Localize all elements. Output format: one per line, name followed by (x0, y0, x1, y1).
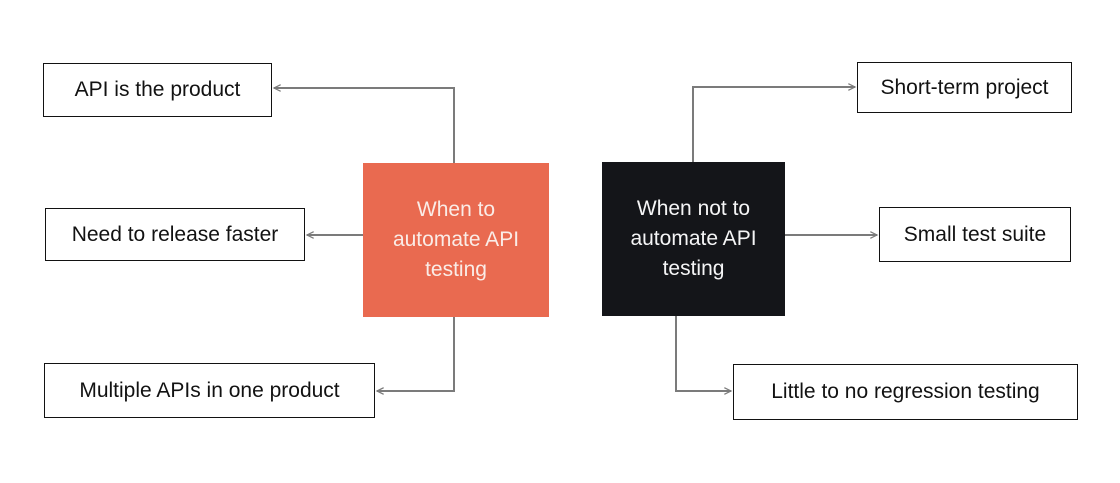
node-when-to-automate-api-testing: When to automate API testing (363, 163, 549, 317)
node-little-to-no-regression-testing: Little to no regression testing (733, 364, 1078, 420)
node-short-term-project: Short-term project (857, 62, 1072, 113)
connector-whennot-to-short-term (692, 83, 857, 162)
node-need-to-release-faster: Need to release faster (45, 208, 305, 261)
node-api-is-the-product: API is the product (43, 63, 272, 117)
node-small-test-suite: Small test suite (879, 207, 1071, 262)
connector-when-to-multiple-apis (375, 317, 455, 395)
node-multiple-apis-in-one-product: Multiple APIs in one product (44, 363, 375, 418)
connector-when-to-api-product (272, 84, 455, 163)
node-when-not-to-automate-api-testing: When not to automate API testing (602, 162, 785, 316)
connector-whennot-to-regression (675, 316, 733, 395)
